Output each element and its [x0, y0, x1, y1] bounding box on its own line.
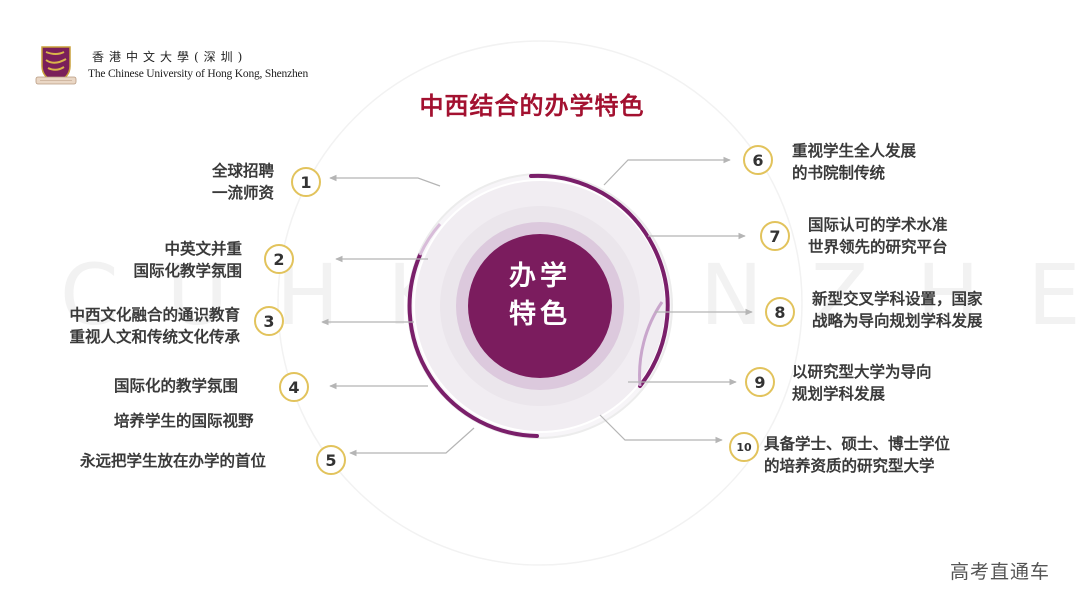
right-item-7-text: 国际认可的学术水准 世界领先的研究平台 [808, 214, 948, 258]
left-item-1-text: 全球招聘 一流师资 [212, 160, 274, 204]
item-1-line-2: 一流师资 [211, 184, 274, 202]
item-1-line-1: 全球招聘 [211, 162, 274, 180]
item-2-line-1: 中英文并重 [164, 240, 242, 258]
center-label: 办学 特色 [490, 258, 590, 334]
badge-7: 7 [760, 221, 790, 251]
page-title-text: 中西结合的办学特色 [419, 92, 645, 120]
university-name-en: The Chinese University of Hong Kong, She… [88, 68, 309, 80]
badge-4: 4 [279, 372, 309, 402]
badge-6: 6 [743, 145, 773, 175]
badge-1-number: 1 [300, 172, 312, 192]
right-item-6-text: 重视学生全人发展 的书院制传统 [792, 140, 916, 184]
badge-8-number: 8 [774, 302, 786, 322]
center-label-line2: 特色 [509, 299, 571, 330]
item-7-line-2: 世界领先的研究平台 [808, 238, 948, 256]
badge-9: 9 [745, 367, 775, 397]
item-3-line-1: 中西文化融合的通识教育 [69, 306, 240, 324]
badge-2: 2 [264, 244, 294, 274]
left-item-2-text: 中英文并重 国际化教学氛围 [133, 238, 242, 282]
item-10-line-1: 具备学士、硕士、博士学位 [764, 435, 951, 453]
right-item-8-text: 新型交叉学科设置，国家 战略为导向规划学科发展 [812, 288, 983, 332]
item-8-line-2: 战略为导向规划学科发展 [812, 312, 983, 330]
badge-3: 3 [254, 306, 284, 336]
badge-3-number: 3 [263, 311, 275, 331]
university-crest-icon [34, 44, 78, 88]
item-7-line-1: 国际认可的学术水准 [808, 216, 948, 234]
item-6-line-1: 重视学生全人发展 [792, 142, 917, 160]
university-name-cn: 香港中文大學(深圳) [92, 50, 248, 64]
badge-5-number: 5 [325, 450, 337, 470]
badge-6-number: 6 [752, 150, 764, 170]
badge-10: 10 [729, 432, 759, 462]
left-item-4-line-2: 培养学生的国际视野 [114, 412, 254, 430]
watermark-left: CUHK [60, 246, 491, 344]
item-8-line-1: 新型交叉学科设置，国家 [812, 290, 983, 308]
right-item-9-text: 以研究型大学为导向 规划学科发展 [792, 361, 932, 405]
badge-10-number: 10 [736, 440, 752, 454]
badge-4-number: 4 [288, 377, 300, 397]
right-item-10-text: 具备学士、硕士、博士学位 的培养资质的研究型大学 [764, 433, 950, 477]
badge-8: 8 [765, 297, 795, 327]
badge-2-number: 2 [273, 249, 285, 269]
item-9-line-1: 以研究型大学为导向 [792, 363, 932, 381]
source-watermark: 高考直通车 [949, 561, 1050, 583]
left-item-3-text: 中西文化融合的通识教育 重视人文和传统文化传承 [69, 304, 240, 348]
item-3-line-2: 重视人文和传统文化传承 [69, 328, 240, 346]
badge-1: 1 [291, 167, 321, 197]
item-9-line-2: 规划学科发展 [792, 385, 886, 403]
page-title: 中西结合的办学特色 [0, 86, 1080, 121]
badge-9-number: 9 [754, 372, 766, 392]
center-label-line1: 办学 [509, 261, 571, 292]
item-2-line-2: 国际化教学氛围 [133, 262, 242, 280]
watermark-right: NZHEN [700, 246, 1080, 344]
badge-7-number: 7 [769, 226, 781, 246]
badge-5: 5 [316, 445, 346, 475]
left-item-5-text: 永远把学生放在办学的首位 [80, 452, 267, 470]
item-10-line-2: 的培养资质的研究型大学 [764, 457, 935, 475]
left-item-4-line-1: 国际化的教学氛围 [114, 377, 239, 395]
item-6-line-2: 的书院制传统 [792, 164, 886, 182]
